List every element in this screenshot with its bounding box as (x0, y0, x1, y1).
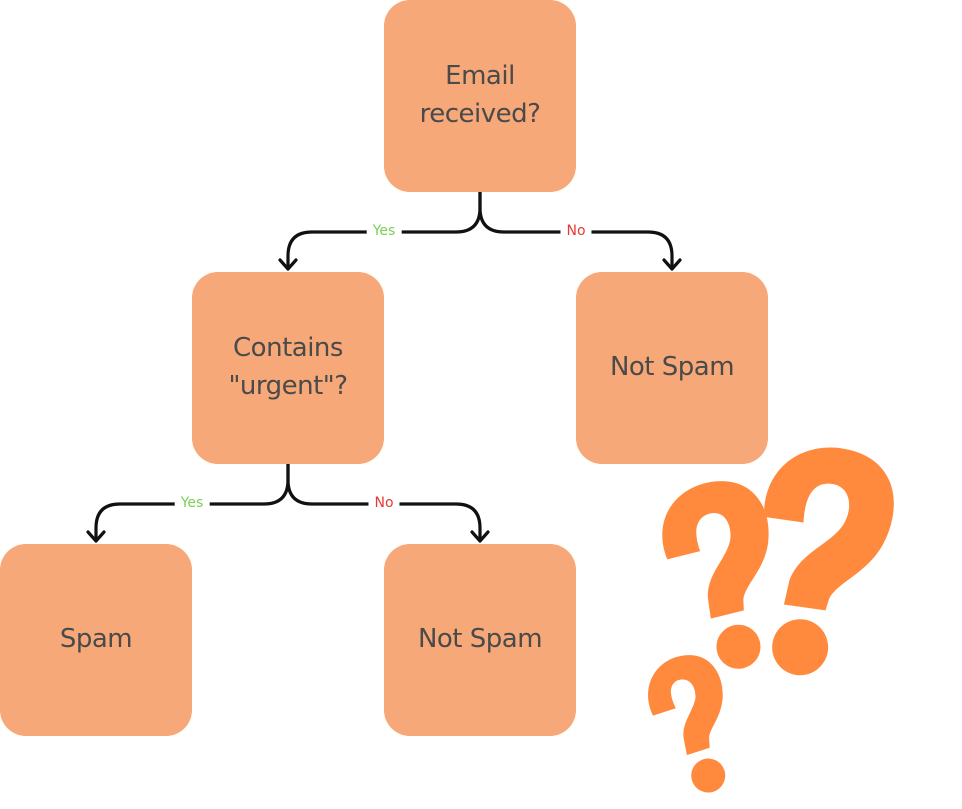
edge-label-urgent-no: No (368, 494, 400, 512)
node-contains-urgent: Contains "urgent"? (192, 272, 384, 464)
node-label: Email received? (419, 61, 541, 129)
node-spam: Spam (0, 544, 192, 736)
node-label: Not Spam (417, 624, 543, 655)
node-not-spam-2: Not Spam (384, 544, 576, 736)
node-label: Contains "urgent"? (228, 333, 348, 401)
node-not-spam-1: Not Spam (576, 272, 768, 464)
question-mark-icon (648, 655, 726, 793)
node-label: Spam (59, 624, 133, 655)
edge-label-root-yes: Yes (366, 222, 402, 240)
node-email-received: Email received? (384, 0, 576, 192)
question-mark-icon (662, 481, 769, 669)
edge-label-root-no: No (560, 222, 592, 240)
question-mark-icon (763, 447, 894, 676)
edge-label-urgent-yes: Yes (174, 494, 210, 512)
node-label: Not Spam (609, 352, 735, 383)
